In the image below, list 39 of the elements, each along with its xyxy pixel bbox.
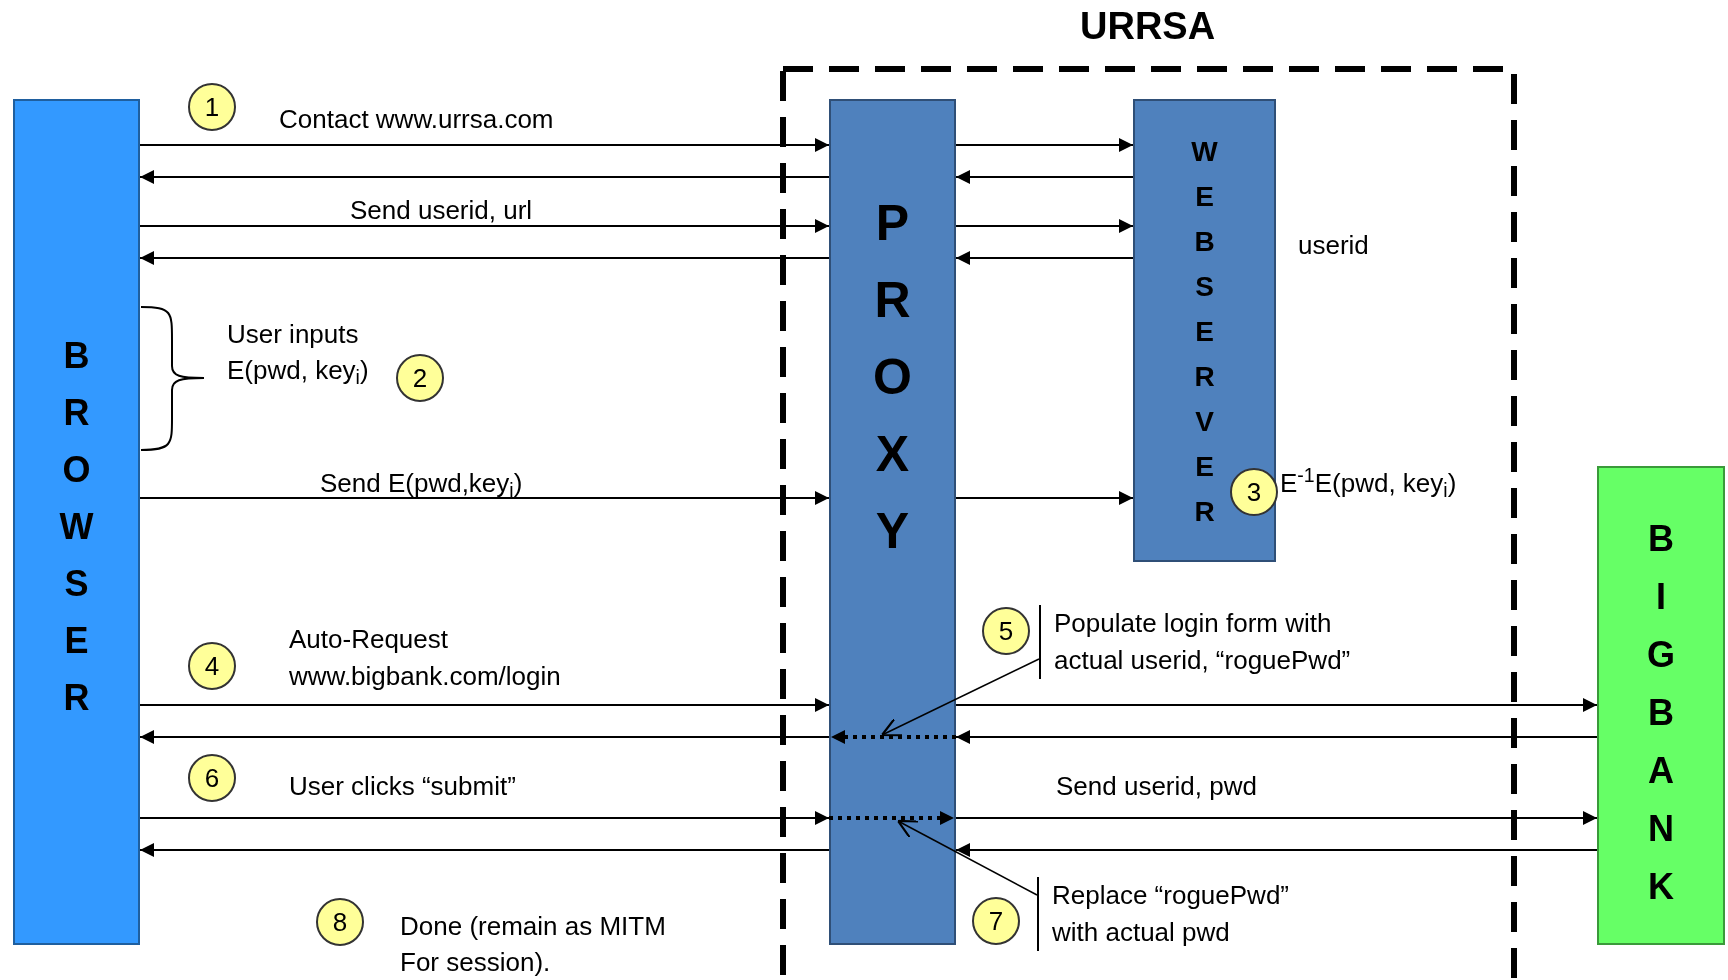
leader-line [896, 819, 1038, 896]
arrow [955, 698, 1598, 712]
note-text: Populate login form with actual userid, “roguePwd” [1039, 605, 1384, 679]
edge-label: Send E(pwd,key$_{i}$) [320, 467, 524, 502]
arrow [955, 811, 1598, 825]
arrow [139, 219, 830, 233]
note-text: Replace “roguePwd” with actual pwd [1037, 877, 1337, 951]
arrow [139, 170, 830, 184]
side-note: userid [1298, 229, 1369, 262]
annotation-text: E$^{-1}$E(pwd, key$_{i}$) [1280, 465, 1458, 501]
vertical-label: BROWSER [59, 334, 94, 720]
annotation-text: User inputs E(pwd, key$_{i}$) [227, 318, 370, 388]
vertical-label: WEBSERVER [1191, 135, 1218, 529]
arrow [139, 491, 830, 505]
arrow [139, 811, 830, 825]
arrow [139, 843, 830, 857]
edge-label: Send userid, pwd [1056, 770, 1258, 803]
arrow [955, 219, 1134, 233]
process-box [13, 99, 140, 945]
process-box [1597, 466, 1725, 945]
arrow [955, 251, 1134, 265]
arrow [955, 138, 1134, 152]
edge-label: User clicks “submit” [289, 770, 517, 803]
vertical-label: PROXY [872, 194, 913, 561]
process-box [829, 99, 956, 945]
arrow [955, 843, 1598, 857]
arrow [139, 730, 830, 744]
annotation-text: Done (remain as MITM For session). [400, 910, 667, 979]
edge-label: Contact www.urrsa.com [279, 103, 555, 136]
arrow [139, 138, 830, 152]
edge-label: Send userid, url [350, 194, 534, 227]
arrow [955, 491, 1134, 505]
group-title: URRSA [1080, 4, 1216, 48]
edge-label: Auto-Request www.bigbank.com/login [289, 623, 562, 693]
arrow [139, 251, 830, 265]
arrow [955, 730, 1598, 744]
arrow [955, 170, 1134, 184]
vertical-label: BIGBANK [1646, 517, 1676, 909]
arrow [139, 698, 830, 712]
